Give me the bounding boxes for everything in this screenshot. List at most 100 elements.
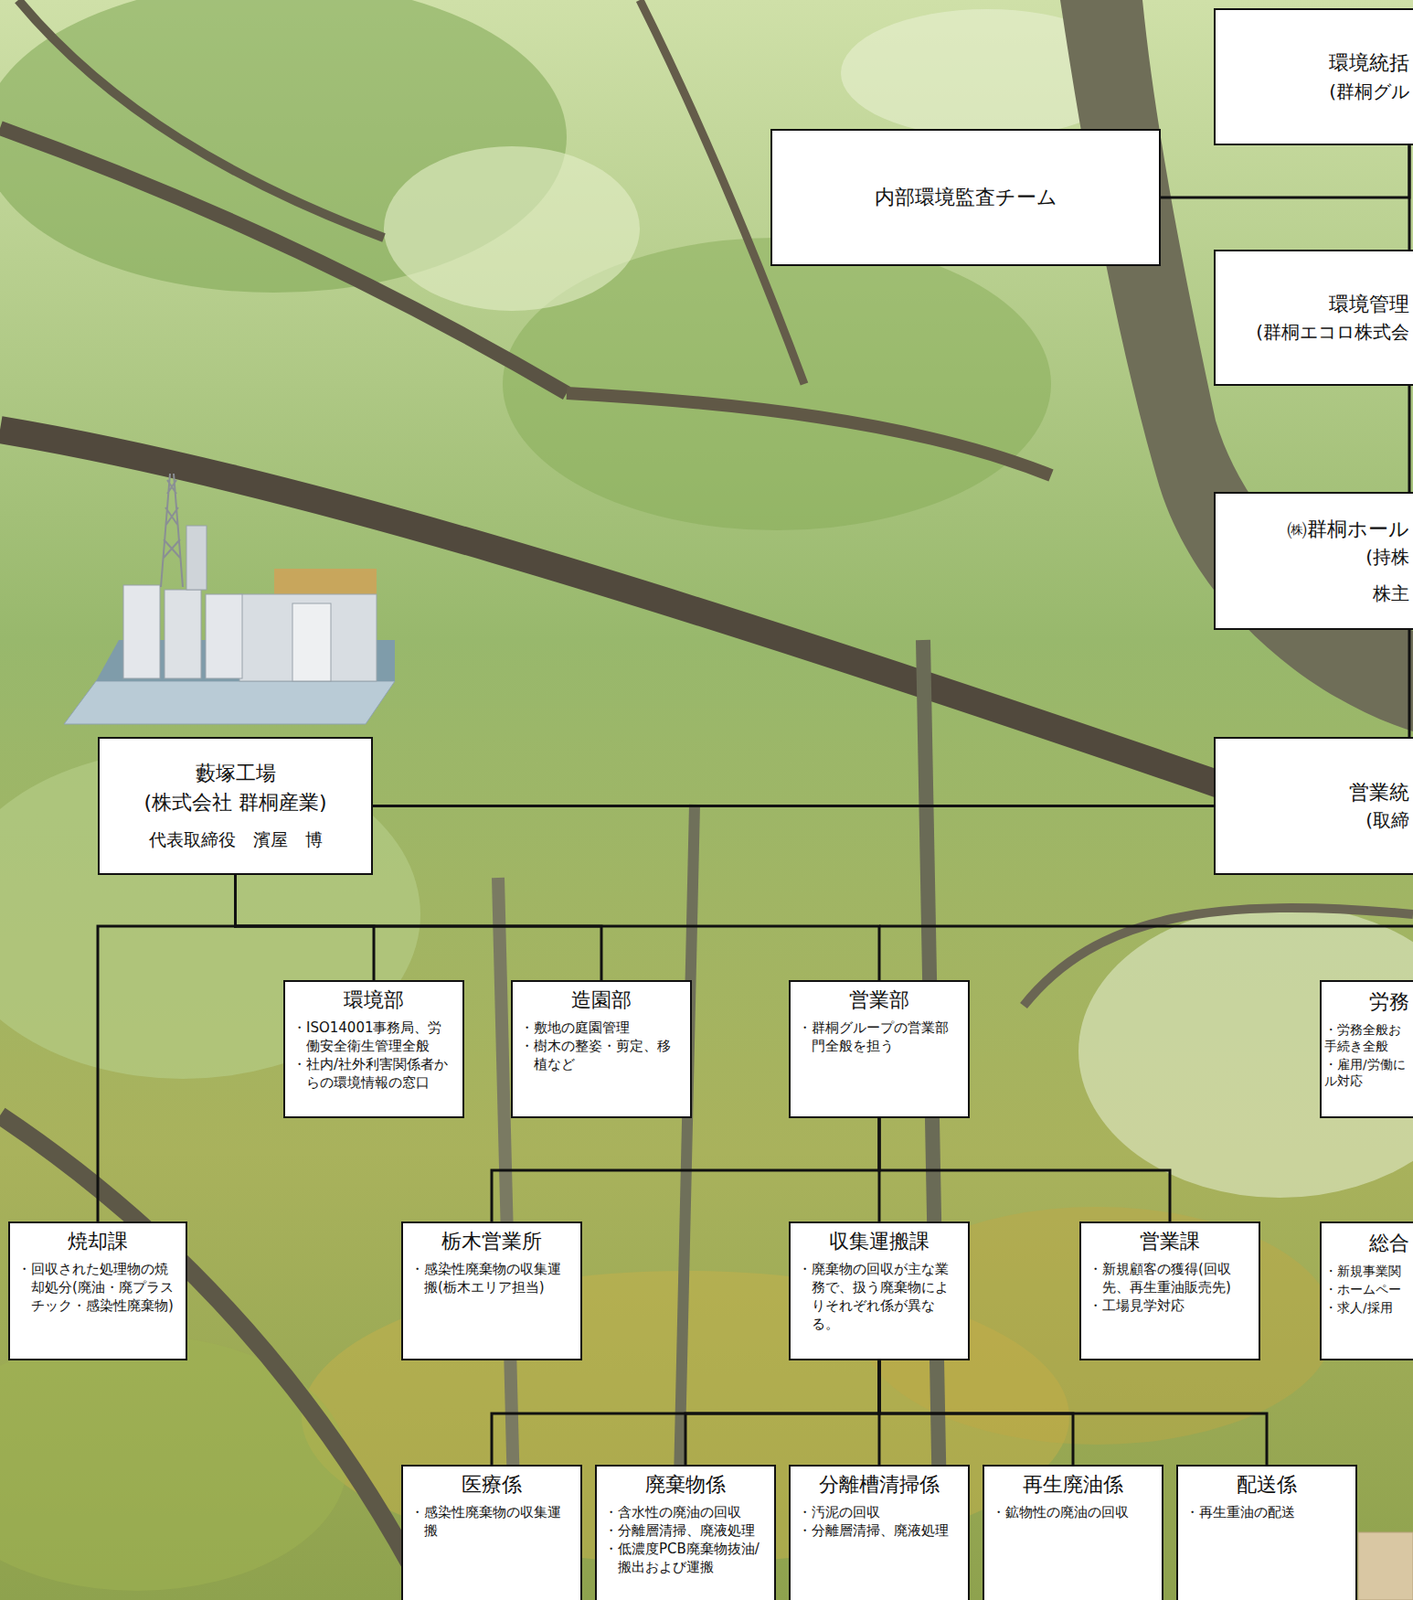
- connector-line: [97, 874, 236, 1222]
- box-heading: 焼却課: [17, 1228, 179, 1255]
- box-text: ・雇用/労働に ル対応: [1321, 1055, 1410, 1089]
- box-heading: 廃棄物係: [604, 1471, 767, 1498]
- box-heading: 内部環境監査チーム: [781, 184, 1150, 212]
- box-text: ・新規顧客の獲得(回収先、再生重油販売先): [1088, 1259, 1252, 1297]
- org-box: 医療係・感染性廃棄物の収集運搬: [401, 1464, 583, 1600]
- box-text: ・求人/採用: [1321, 1298, 1410, 1316]
- connector-line: [879, 1359, 1267, 1465]
- box-heading: 造園部: [520, 987, 683, 1014]
- sky-gap: [1078, 904, 1413, 1198]
- box-content: 藪塚工場(株式会社 群桐産業)代表取締役 濱屋 博: [99, 752, 372, 860]
- org-box: 造園部・敷地の庭園管理・樹木の整姿・剪定、移植など: [510, 979, 692, 1118]
- box-content: 栃木営業所・感染性廃棄物の収集運搬(栃木エリア担当): [403, 1222, 581, 1302]
- connector-line: [235, 874, 881, 980]
- org-box: ㈱群桐ホール(持株株主: [1213, 491, 1413, 630]
- org-box: 藪塚工場(株式会社 群桐産業)代表取締役 濱屋 博: [97, 736, 373, 875]
- box-content: 営業課・新規顧客の獲得(回収先、再生重油販売先)・工場見学対応: [1081, 1222, 1259, 1320]
- org-box: 営業課・新規顧客の獲得(回収先、再生重油販売先)・工場見学対応: [1079, 1221, 1261, 1360]
- org-box: 廃棄物係・含水性の廃油の回収・分離層清掃、廃液処理・低濃度PCB廃棄物抜油/搬出…: [594, 1464, 776, 1600]
- box-content: ㈱群桐ホール(持株株主: [1215, 513, 1410, 609]
- org-box: 環境統括(群桐グル: [1213, 8, 1413, 146]
- connector-line: [1408, 629, 1412, 737]
- box-text: ・新規事業関: [1321, 1262, 1410, 1279]
- factory-tower: [160, 473, 183, 587]
- box-text: (取締: [1215, 807, 1410, 832]
- box-content: 造園部・敷地の庭園管理・樹木の整姿・剪定、移植など: [512, 981, 691, 1079]
- tree-trunk: [0, 1115, 430, 1600]
- box-heading: 栃木営業所: [410, 1228, 574, 1255]
- box-heading: 環境部: [292, 987, 456, 1014]
- org-box: 営業統(取締: [1213, 736, 1413, 875]
- box-text: 代表取締役 濱屋 博: [108, 828, 362, 851]
- box-content: 焼却課・回収された処理物の焼却処分(廃油・廃プラスチック・感染性廃棄物): [10, 1222, 186, 1320]
- org-box: 環境部・ISO14001事務局、労働安全衛生管理全般・社内/社外利害関係者からの…: [283, 979, 465, 1118]
- box-heading: 環境管理: [1215, 291, 1410, 319]
- box-text: ・汚泥の回収: [797, 1502, 961, 1521]
- factory-building: [239, 594, 377, 681]
- bus-line: [879, 924, 1413, 928]
- box-text: (持株: [1215, 544, 1410, 569]
- org-box: 焼却課・回収された処理物の焼却処分(廃油・廃プラスチック・感染性廃棄物): [8, 1221, 188, 1360]
- box-text: ・樹木の整姿・剪定、移植など: [520, 1036, 683, 1074]
- box-text: ・敷地の庭園管理: [520, 1018, 683, 1037]
- tree-trunk: [923, 639, 942, 1600]
- connector-line: [1408, 145, 1412, 250]
- box-text: ・感染性廃棄物の収集運搬(栃木エリア担当): [410, 1259, 574, 1297]
- org-box: 配送係・再生重油の配送: [1176, 1464, 1358, 1600]
- org-box: 収集運搬課・廃棄物の回収が主な業務で、扱う廃棄物によりそれぞれ係が異なる。: [788, 1221, 970, 1360]
- connector-line: [1160, 145, 1410, 198]
- box-text: ・ISO14001事務局、労働安全衛生管理全般: [292, 1018, 456, 1056]
- org-box: 営業部・群桐グループの営業部門全般を担う: [788, 979, 970, 1118]
- box-text: ・低濃度PCB廃棄物抜油/搬出および運搬: [604, 1539, 767, 1577]
- factory-tank: [164, 589, 202, 679]
- box-text: ・群桐グループの営業部門全般を担う: [797, 1018, 961, 1056]
- box-content: 医療係・感染性廃棄物の収集運搬: [403, 1466, 581, 1545]
- box-content: 営業統(取締: [1215, 776, 1410, 836]
- box-text: (群桐グル: [1215, 79, 1410, 104]
- foliage: [0, 1334, 348, 1591]
- box-content: 配送係・再生重油の配送: [1178, 1466, 1356, 1527]
- org-box: 内部環境監査チーム: [770, 128, 1161, 266]
- box-text: ・社内/社外利害関係者からの環境情報の窓口: [292, 1054, 456, 1093]
- tree-branch: [0, 127, 567, 394]
- tree-branch: [18, 0, 384, 238]
- box-text: ・分離層清掃、廃液処理: [604, 1520, 767, 1540]
- box-text: ・鉱物性の廃油の回収: [991, 1502, 1155, 1521]
- box-content: 総合・新規事業関・ホームペー・求人/採用: [1321, 1222, 1410, 1316]
- org-box: 環境管理(群桐エコロ株式会: [1213, 249, 1413, 386]
- tree-branch: [0, 429, 1225, 787]
- factory-tank: [292, 603, 331, 681]
- box-content: 収集運搬課・廃棄物の回収が主な業務で、扱う廃棄物によりそれぞれ係が異なる。: [790, 1222, 968, 1339]
- box-content: 環境管理(群桐エコロ株式会: [1215, 288, 1410, 348]
- box-heading: 営業部: [797, 987, 961, 1014]
- factory-illustration: [63, 473, 395, 724]
- org-box: 労務・労務全般お 手続き全般・雇用/労働に ル対応: [1319, 979, 1413, 1118]
- connector-line: [879, 1117, 1170, 1222]
- box-text: ・労務全般お 手続き全般: [1321, 1020, 1410, 1054]
- box-text: 株主: [1215, 581, 1410, 606]
- box-heading: 営業統: [1215, 779, 1410, 807]
- box-heading: ㈱群桐ホール: [1215, 516, 1410, 543]
- org-box: 再生廃油係・鉱物性の廃油の回収: [982, 1464, 1164, 1600]
- corner-item: [1358, 1531, 1413, 1600]
- box-heading: 営業課: [1088, 1228, 1252, 1255]
- box-content: 分離槽清掃係・汚泥の回収・分離層清掃、廃液処理: [790, 1466, 968, 1545]
- box-content: 営業部・群桐グループの営業部門全般を担う: [790, 981, 968, 1061]
- box-content: 再生廃油係・鉱物性の廃油の回収: [984, 1466, 1162, 1527]
- box-text: ・再生重油の配送: [1185, 1502, 1349, 1521]
- connector-line: [1408, 385, 1412, 492]
- box-heading: 収集運搬課: [797, 1228, 961, 1255]
- box-text: ・分離層清掃、廃液処理: [797, 1520, 961, 1540]
- box-text: ・工場見学対応: [1088, 1296, 1252, 1315]
- box-heading: 藪塚工場: [108, 760, 362, 787]
- org-box: 総合・新規事業関・ホームペー・求人/採用: [1319, 1221, 1413, 1360]
- factory-tank: [205, 594, 243, 679]
- box-content: 環境統括(群桐グル: [1215, 47, 1410, 107]
- sky-gap: [383, 146, 640, 311]
- box-heading: 再生廃油係: [991, 1471, 1155, 1498]
- box-text: ・ホームペー: [1321, 1280, 1410, 1297]
- factory-stack: [186, 525, 207, 590]
- box-content: 環境部・ISO14001事務局、労働安全衛生管理全般・社内/社外利害関係者からの…: [285, 981, 463, 1098]
- box-text: ・感染性廃棄物の収集運搬: [410, 1502, 574, 1541]
- box-text: ・含水性の廃油の回収: [604, 1502, 767, 1521]
